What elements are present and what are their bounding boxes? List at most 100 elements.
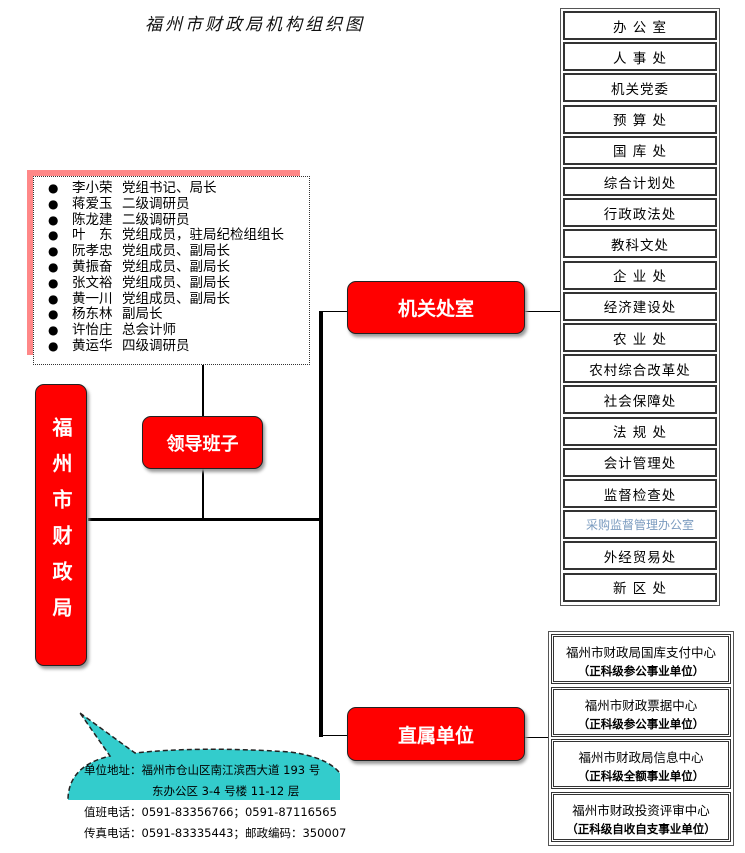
connector [88, 518, 322, 521]
leader-item: ● 许怡庄总会计师 [48, 322, 309, 339]
bullet-icon: ● [48, 244, 59, 259]
offices-label: 机关处室 [397, 298, 474, 320]
connector [202, 365, 204, 417]
unit-item: 福州市财政局国库支付中心 （正科级参公事业单位） [551, 634, 731, 684]
leader-item: ● 蒋爱玉二级调研员 [48, 195, 309, 213]
root-node: 福州市财政局 [35, 384, 87, 666]
leader-name: 黄振奋 [72, 258, 113, 275]
leader-name: 张文裕 [72, 274, 113, 291]
connector [322, 735, 348, 736]
unit-item: 福州市财政局信息中心（正科级全额事业单位） [551, 739, 731, 789]
office-item: 农 业 处 [563, 323, 717, 352]
leader-role: 总会计师 [122, 322, 176, 339]
bullet-icon: ● [48, 228, 59, 243]
contact-info: 单位地址：福州市仓山区南江滨西大道 193 号 东办公区 3-4 号楼 11-1… [84, 760, 346, 844]
leader-name: 阮孝忠 [72, 243, 113, 260]
leader-name: 蒋爱玉 [72, 195, 113, 212]
office-item: 国 库 处 [563, 135, 717, 165]
leader-name: 陈龙建 [72, 211, 113, 228]
leader-role: 二级调研员 [122, 211, 190, 228]
leader-item: ● 杨东林副局长 [48, 307, 309, 323]
leader-role: 党组成员、副局长 [122, 258, 230, 275]
office-item: 经济建设处 [563, 291, 717, 321]
leader-name: 李小荣 [72, 180, 113, 196]
leader-role: 副局长 [122, 306, 163, 323]
leader-name: 黄运华 [72, 337, 113, 354]
unit-item: 福州市财政投资评审中心 （正科级自收自支事业单位） [551, 791, 731, 842]
leader-role: 党组成员、副局长 [122, 290, 230, 307]
leader-role: 党组书记、局长 [122, 180, 217, 196]
bullet-icon: ● [48, 291, 59, 306]
office-item: 预 算 处 [563, 104, 717, 134]
connector [524, 311, 561, 312]
office-item: 采购监督管理办公室 [563, 510, 717, 540]
office-item: 法 规 处 [563, 416, 717, 446]
leader-role: 四级调研员 [122, 337, 190, 354]
leader-item: ● 张文裕党组成员、副局长 [48, 274, 309, 292]
leader-name: 杨东林 [72, 306, 113, 323]
chart-title: 福州市财政局机构组织图 [145, 15, 365, 35]
bullet-icon: ● [48, 259, 59, 274]
bullet-icon: ● [48, 212, 59, 227]
bullet-icon: ● [48, 323, 59, 338]
office-item: 行政政法处 [563, 198, 717, 228]
units-node: 直属单位 [347, 707, 525, 761]
office-item: 社会保障处 [563, 385, 717, 415]
office-item: 人 事 处 [563, 42, 717, 72]
connector [322, 311, 348, 312]
contact-fax: 传真电话：0591-83335443；邮政编码：350007 [84, 826, 347, 840]
contact-address-2: 东办公区 3-4 号楼 11-12 层 [152, 784, 300, 798]
office-item: 综合计划处 [563, 167, 717, 196]
offices-node: 机关处室 [347, 281, 525, 334]
leader-item: ● 黄一川党组成员、副局长 [48, 290, 309, 308]
contact-duty-phone: 值班电话：0591-83356766；0591-87116565 [84, 805, 337, 819]
bullet-icon: ● [48, 181, 59, 195]
contact-callout [67, 712, 340, 800]
office-item: 会计管理处 [563, 447, 717, 477]
unit-item: 福州市财政票据中心 （正科级参公事业单位） [551, 686, 731, 737]
connector [319, 311, 323, 737]
unit-name: 福州市财政局国库支付中心 [565, 645, 716, 660]
contact-address: 单位地址：福州市仓山区南江滨西大道 193 号 [84, 763, 321, 777]
leader-item: ● 黄运华四级调研员 [48, 337, 309, 355]
leader-role: 党组成员、副局长 [122, 243, 230, 260]
leadership-list: ●李小荣党组书记、局长●蒋爱玉二级调研员●陈龙建二级调研员●叶 东党组成员，驻局… [33, 176, 310, 365]
unit-level: （正科级参公事业单位） [577, 716, 705, 731]
leader-item: ● 阮孝忠党组成员、副局长 [48, 243, 309, 260]
leader-name: 叶 东 [72, 227, 113, 244]
leadership-label: 领导班子 [166, 433, 239, 455]
office-item: 农村综合改革处 [563, 354, 717, 384]
leader-role: 党组成员、副局长 [122, 274, 230, 291]
office-item: 新 区 处 [563, 572, 717, 602]
leader-name: 许怡庄 [72, 322, 113, 339]
leader-name: 黄一川 [72, 290, 113, 307]
unit-name: 福州市财政局信息中心 [578, 750, 704, 765]
unit-name: 福州市财政投资评审中心 [572, 802, 710, 818]
bullet-icon: ● [48, 307, 59, 322]
unit-level: （正科级参公事业单位） [577, 664, 705, 678]
office-item: 教科文处 [563, 229, 717, 259]
office-item: 外经贸易处 [563, 541, 717, 571]
leader-item: ● 陈龙建二级调研员 [48, 211, 309, 229]
unit-list: 福州市财政局国库支付中心 （正科级参公事业单位） 福州市财政票据中心 （正科级参公事业… [548, 631, 734, 846]
unit-name: 福州市财政票据中心 [584, 697, 698, 713]
bullet-icon: ● [48, 275, 59, 290]
connector [202, 468, 204, 520]
unit-level: （正科级自收自支事业单位） [566, 821, 716, 836]
bullet-icon: ● [48, 338, 59, 353]
root-label: 福州市财政局 [49, 417, 73, 633]
office-item: 办 公 室 [563, 11, 717, 40]
office-item: 监督检查处 [563, 479, 717, 508]
leader-item: ● 李小荣党组书记、局长 [48, 180, 309, 197]
leadership-node: 领导班子 [142, 416, 263, 469]
office-item: 机关党委 [563, 73, 717, 103]
leader-role: 二级调研员 [122, 195, 190, 212]
bullet-icon: ● [48, 196, 59, 211]
office-list: 办 公 室人 事 处机关党委预 算 处国 库 处综合计划处行政政法处教科文处企 … [560, 8, 720, 606]
leader-item: ●叶 东党组成员，驻局纪检组组长 [48, 228, 309, 244]
office-item: 企 业 处 [563, 260, 717, 290]
leader-item: ● 黄振奋党组成员、副局长 [48, 258, 309, 276]
units-label: 直属单位 [397, 724, 474, 747]
connector [524, 737, 549, 738]
